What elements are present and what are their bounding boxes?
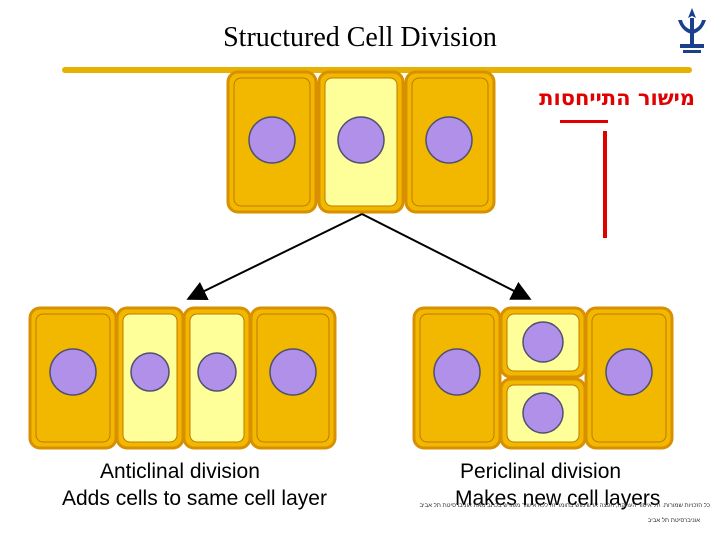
- cell: [404, 70, 496, 214]
- cell: [499, 377, 587, 450]
- arrow-icon: [361, 213, 532, 300]
- nucleus: [248, 116, 296, 164]
- cell: [182, 306, 252, 450]
- reference-plane-underline: [560, 120, 608, 123]
- nucleus: [197, 352, 237, 392]
- nucleus: [605, 348, 653, 396]
- nucleus: [337, 116, 385, 164]
- cell: [226, 70, 318, 214]
- cell: [28, 306, 118, 450]
- parent-cell-row: [226, 70, 496, 214]
- cell-wall-line: [62, 67, 692, 73]
- periclinal-description: Makes new cell layers: [455, 487, 661, 510]
- copyright-notice: כל הזכויות שמורות. חל איסור העתקה, הפצה …: [419, 503, 710, 509]
- cell: [412, 306, 502, 450]
- cell: [499, 306, 587, 379]
- periclinal-label: Periclinal division: [460, 460, 622, 483]
- copyright-owner: אוניברסיטת תל אביב: [647, 518, 700, 524]
- nucleus: [130, 352, 170, 392]
- reference-plane-label: מישור התייחסות: [539, 86, 695, 110]
- nucleus: [522, 392, 564, 434]
- reference-plane-line: [603, 131, 607, 238]
- university-logo-icon: [678, 8, 706, 53]
- cell: [249, 306, 337, 450]
- cell: [317, 70, 405, 214]
- page-title: Structured Cell Division: [223, 22, 497, 53]
- cell: [115, 306, 185, 450]
- nucleus: [425, 116, 473, 164]
- anticlinal-label: Anticlinal division: [100, 460, 260, 483]
- anticlinal-description: Adds cells to same cell layer: [62, 487, 327, 510]
- periclinal-cells: [412, 306, 674, 450]
- nucleus: [269, 348, 317, 396]
- nucleus: [49, 348, 97, 396]
- arrow-icon: [186, 213, 363, 300]
- anticlinal-cells: [28, 306, 337, 450]
- nucleus: [433, 348, 481, 396]
- nucleus: [522, 321, 564, 363]
- cell: [584, 306, 674, 450]
